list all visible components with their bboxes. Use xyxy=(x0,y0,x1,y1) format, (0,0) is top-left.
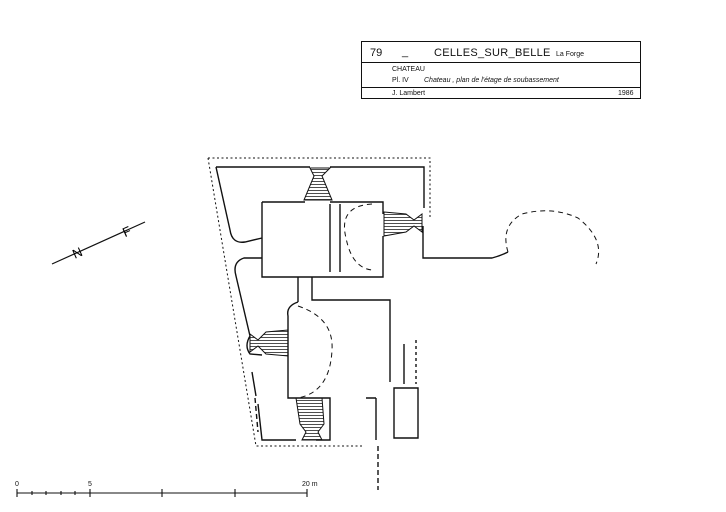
link-walls xyxy=(297,277,391,382)
north-arrow: N F xyxy=(51,221,146,265)
plate-number: Pl. IV xyxy=(392,77,409,84)
north-arrow-shaft xyxy=(51,221,146,265)
west-wall-middle xyxy=(234,257,263,356)
scale-label-0: 0 xyxy=(15,481,19,488)
north-arrow-letter-n: N xyxy=(70,244,85,262)
department-number: 79 xyxy=(370,47,383,59)
west-wall-dashes xyxy=(254,397,259,433)
scale-bar xyxy=(16,489,308,497)
south-vault-curve xyxy=(297,305,333,399)
north-block xyxy=(261,201,384,278)
west-wall-lower xyxy=(251,371,296,441)
south-east-walls xyxy=(366,397,377,440)
plate-caption: Chateau , plan de l'étage de soubassemen… xyxy=(424,77,559,84)
lost-tower-curve xyxy=(505,210,600,265)
author-name: J. Lambert xyxy=(392,90,426,97)
east-corridor-wall xyxy=(422,226,509,259)
commune-name: CELLES_SUR_BELLE xyxy=(434,47,551,59)
north-arrow-letter-f: F xyxy=(120,223,133,240)
upper-courtyard-wall xyxy=(216,166,425,208)
title-cartouche: 79 _ CELLES_SUR_BELLE La Forge CHATEAU P… xyxy=(361,41,641,99)
west-wall-upper xyxy=(215,166,263,243)
cartouche-divider-top xyxy=(362,62,640,63)
stair-north xyxy=(303,167,333,201)
scale-labels: 0 5 20 m xyxy=(15,481,318,488)
building-name: CHATEAU xyxy=(392,66,425,73)
cartouche-divider-bottom xyxy=(362,87,640,88)
stair-east xyxy=(383,211,423,237)
annex-block xyxy=(393,387,419,439)
north-vault-curve xyxy=(344,203,373,271)
scale-label-5: 5 xyxy=(88,481,92,488)
scale-label-20m: 20 m xyxy=(302,481,318,488)
plan-walls xyxy=(207,157,509,490)
stair-south xyxy=(295,397,325,441)
north-block-partition xyxy=(329,204,341,272)
stair-west xyxy=(249,329,289,357)
staircases xyxy=(249,167,423,441)
plan-year: 1986 xyxy=(618,90,634,97)
outer-enclosure-dotted xyxy=(207,157,431,447)
title-dash: _ xyxy=(402,46,409,58)
locality-name: La Forge xyxy=(556,51,585,58)
dashed-curves xyxy=(297,203,600,399)
